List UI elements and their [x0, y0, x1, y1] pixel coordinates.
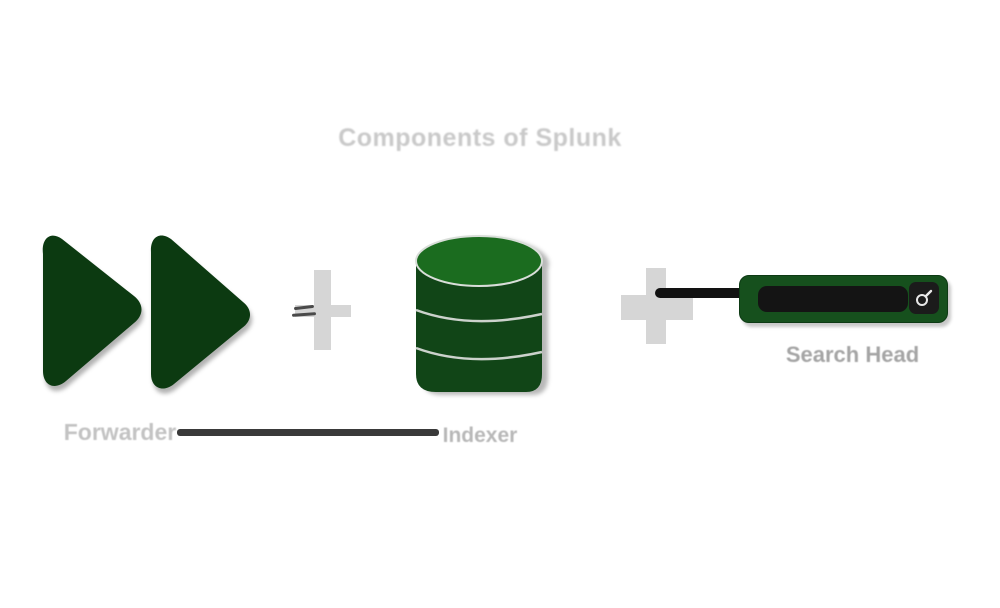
database-body	[416, 259, 542, 392]
diagram-title: Components of Splunk	[338, 124, 622, 152]
label-connector-line	[177, 429, 439, 436]
forwarder-label: Forwarder	[63, 419, 177, 445]
search-input	[758, 286, 908, 312]
connector-line	[655, 288, 747, 298]
plus-vertical-bar	[646, 268, 666, 344]
database-segment-line-1	[415, 308, 543, 323]
database-segment-line-2	[415, 346, 543, 361]
search-head-label: Search Head	[785, 342, 920, 367]
plus-icon	[621, 268, 693, 344]
search-button	[909, 282, 939, 314]
fast-forward-icon	[42, 235, 250, 389]
plus-vertical-bar	[314, 270, 331, 350]
plus-icon	[295, 270, 351, 350]
database-icon	[415, 235, 543, 392]
database-top-ellipse	[415, 235, 543, 287]
magnifier-icon	[916, 289, 933, 306]
indexer-label: Indexer	[442, 424, 518, 447]
search-bar-illustration	[739, 275, 948, 323]
fast-forward-triangle-1	[42, 235, 142, 386]
fast-forward-triangle-2	[150, 235, 250, 389]
